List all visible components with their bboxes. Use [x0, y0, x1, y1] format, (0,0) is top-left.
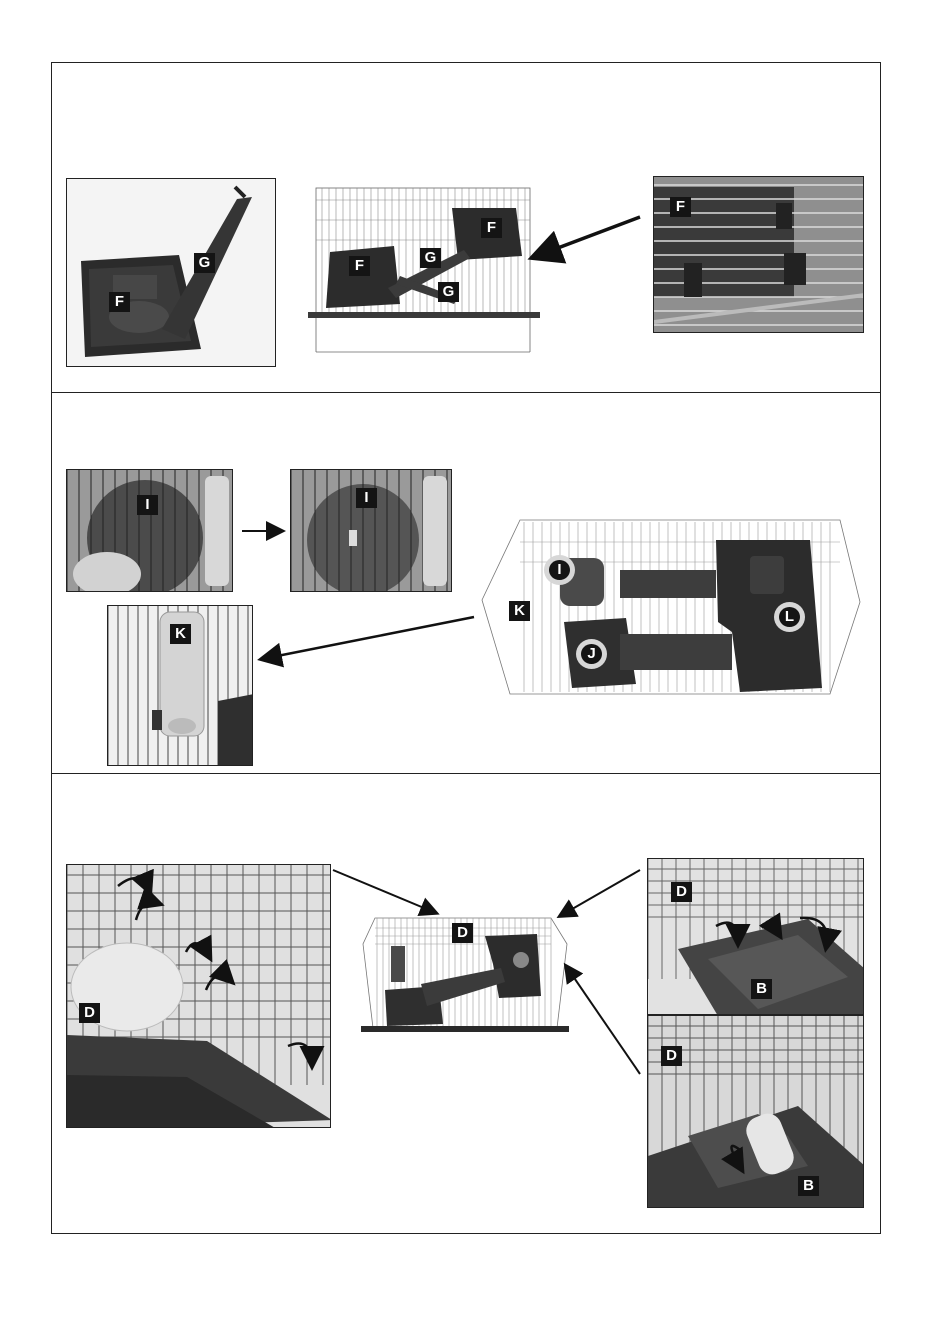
label-i-wheel-mounted: I	[356, 488, 377, 508]
closeup-wheel-mounting	[66, 469, 233, 592]
roof-hooks-illustration	[67, 865, 331, 1128]
closeup-door-hooks-bottom	[647, 1015, 864, 1208]
closeup-tray-ramp	[66, 178, 276, 367]
label-i-wheel-mounting: I	[137, 495, 158, 515]
label-g-ramp: G	[194, 253, 215, 273]
label-f-lower-platform: F	[349, 256, 370, 276]
label-k-water-bottle: K	[509, 601, 530, 621]
label-d-roof-closeup: D	[79, 1003, 100, 1023]
label-b-door-bottom: B	[798, 1176, 819, 1196]
label-k-water-bottle-closeup: K	[170, 624, 191, 644]
label-b-door-top: B	[751, 979, 772, 999]
label-i-wheel: I	[549, 560, 570, 580]
wheel-mounting-illustration	[67, 470, 233, 592]
cage-with-platforms	[308, 180, 540, 358]
door-hooks-bottom-illustration	[648, 1016, 864, 1208]
label-d-door-bottom: D	[661, 1046, 682, 1066]
label-f-tray: F	[109, 292, 130, 312]
label-g-lower-ramp: G	[438, 282, 459, 302]
closeup-roof-hooks	[66, 864, 331, 1128]
section-divider-2	[51, 773, 881, 774]
section-divider-1	[51, 392, 881, 393]
label-d-door-top: D	[671, 882, 692, 902]
label-d-assembled-cage: D	[452, 923, 473, 943]
label-f-closeup: F	[670, 197, 691, 217]
label-l-hole: L	[779, 607, 800, 627]
label-f-upper-platform: F	[481, 218, 502, 238]
cage-with-accessories	[480, 512, 862, 708]
label-g-upper-ramp: G	[420, 248, 441, 268]
label-j-house: J	[581, 644, 602, 664]
tray-ramp-illustration	[67, 179, 276, 367]
